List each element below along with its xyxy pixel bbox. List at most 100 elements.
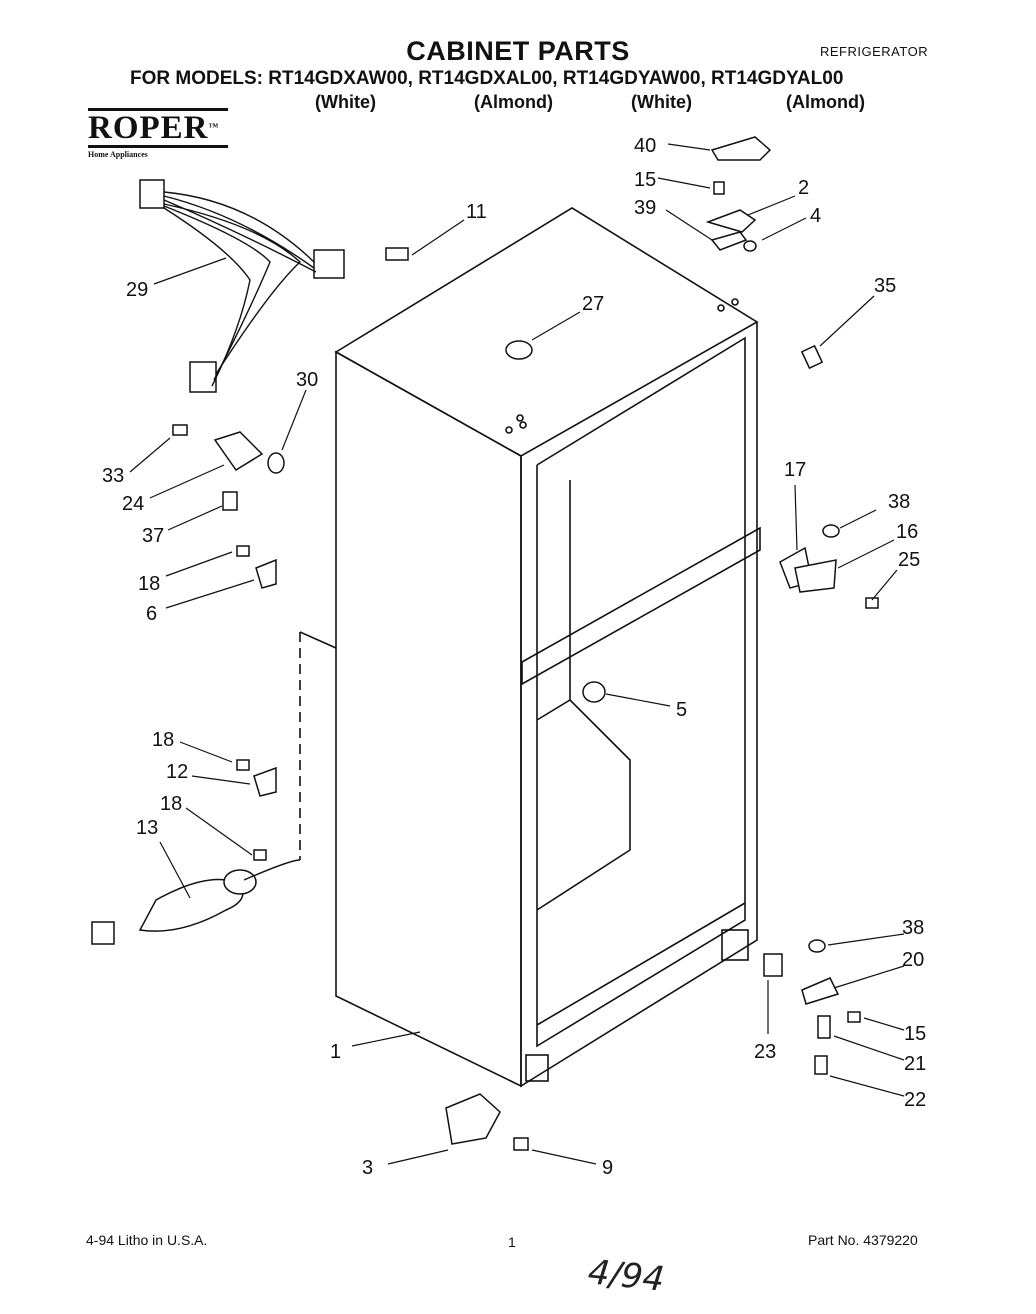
callout-20: 20 [902,949,924,971]
callout-1: 1 [330,1041,341,1063]
callout-25: 25 [898,549,920,571]
callout-17: 17 [784,459,806,481]
callout-37: 37 [142,525,164,547]
plug-part-5 [582,681,606,703]
callout-21: 21 [904,1053,926,1075]
screw-part-18b [236,759,250,771]
cord-plug [91,921,115,945]
callout-33: 33 [102,465,124,487]
cabinet-drawing [299,207,761,1088]
screw-part-9 [513,1137,529,1151]
callout-29: 29 [126,279,148,301]
hinge-shim-part [710,231,748,251]
brand-wordmark: ROPER [88,110,209,146]
top-hole [505,426,513,434]
callout-3: 3 [362,1157,373,1179]
callout-39: 39 [634,197,656,219]
print-date: 4-94 Litho in U.S.A. [86,1232,208,1248]
callout-4: 4 [810,205,821,227]
hinge-screw-part [713,181,725,195]
connector-part [189,361,217,393]
plug-part-35 [800,344,824,370]
divider-rail [521,526,761,686]
screw-part-22 [814,1055,828,1075]
callout-11: 11 [466,201,487,223]
hinge-mount [721,929,749,961]
callout-15: 15 [634,169,656,191]
top-hole [731,298,739,306]
power-cord-part-13 [138,878,244,932]
bottom-rail [536,902,746,1026]
back-panel-edge [299,631,337,649]
shim-part-23 [763,953,783,977]
clamp-part-12 [253,766,277,797]
callout-27: 27 [582,293,604,315]
page-number: 1 [508,1234,516,1250]
callout-38b: 38 [902,917,924,939]
top-hole [717,304,725,312]
callout-6: 6 [146,603,157,625]
callout-35: 35 [874,275,896,297]
callout-24: 24 [122,493,144,515]
part-number: Part No. 4379220 [808,1232,918,1248]
callout-2: 2 [798,177,809,199]
roper-logo: ROPER™ Home Appliances [88,108,228,159]
hinge-cover-part [710,136,772,161]
pin-part-21 [817,1015,831,1039]
callout-labels: 40 15 2 39 4 11 35 29 27 30 33 24 37 17 … [102,135,926,1179]
top-hole [516,414,524,422]
plug-part-27 [505,340,533,360]
liner-step [536,698,631,911]
brand-tagline: Home Appliances [88,150,148,159]
washer-part-38b [808,939,826,953]
cord-coil [223,869,257,895]
screw-part-33 [172,424,188,436]
callout-12: 12 [166,761,188,783]
brand-name: ROPER™ [88,108,228,148]
top-hinge-part [705,209,757,233]
screw-part-18 [236,545,250,557]
callout-30: 30 [296,369,318,391]
page-title: CABINET PARTS [406,36,630,66]
callout-15b: 15 [904,1023,926,1045]
clamp-part-6 [255,558,277,589]
connector-part [313,249,345,279]
cabinet-side [335,350,522,1088]
washer-part-38 [822,524,840,538]
models-line: FOR MODELS: RT14GDXAW00, RT14GDXAL00, RT… [130,68,844,89]
callout-40: 40 [634,135,656,157]
screw-part-25 [865,597,879,609]
model-color-1: (White) [315,92,376,112]
connector-part [139,179,165,209]
callout-18c: 18 [160,793,182,815]
spacer-part-37 [222,491,238,511]
bottom-hinge-part-20 [801,977,840,1005]
corner-pad [525,1054,549,1082]
callout-23: 23 [754,1041,776,1063]
screw-part-18c [253,849,267,861]
washer-part [743,240,757,252]
leader-lines [129,143,905,1165]
category-label: REFRIGERATOR [820,44,929,59]
model-color-3: (White) [631,92,692,112]
cabinet-front-frame [520,322,758,1088]
callout-22: 22 [904,1089,926,1111]
callout-18: 18 [138,573,160,595]
cord-lead [243,859,301,881]
handwritten-date: 4/94 [586,1252,667,1300]
model-color-4: (Almond) [786,92,865,112]
top-hole [519,421,527,429]
screw-part-15b [847,1011,861,1023]
callout-18b: 18 [152,729,174,751]
callout-16: 16 [896,521,918,543]
callout-9: 9 [602,1157,613,1179]
cabinet-opening [536,336,746,1048]
wire-harness-part-29 [163,191,317,881]
callout-38: 38 [888,491,910,513]
callout-13: 13 [136,817,158,839]
trademark: ™ [208,122,220,133]
lower-hinge-part-24 [213,431,264,472]
washer-part-30 [267,452,285,474]
callout-5: 5 [676,699,687,721]
